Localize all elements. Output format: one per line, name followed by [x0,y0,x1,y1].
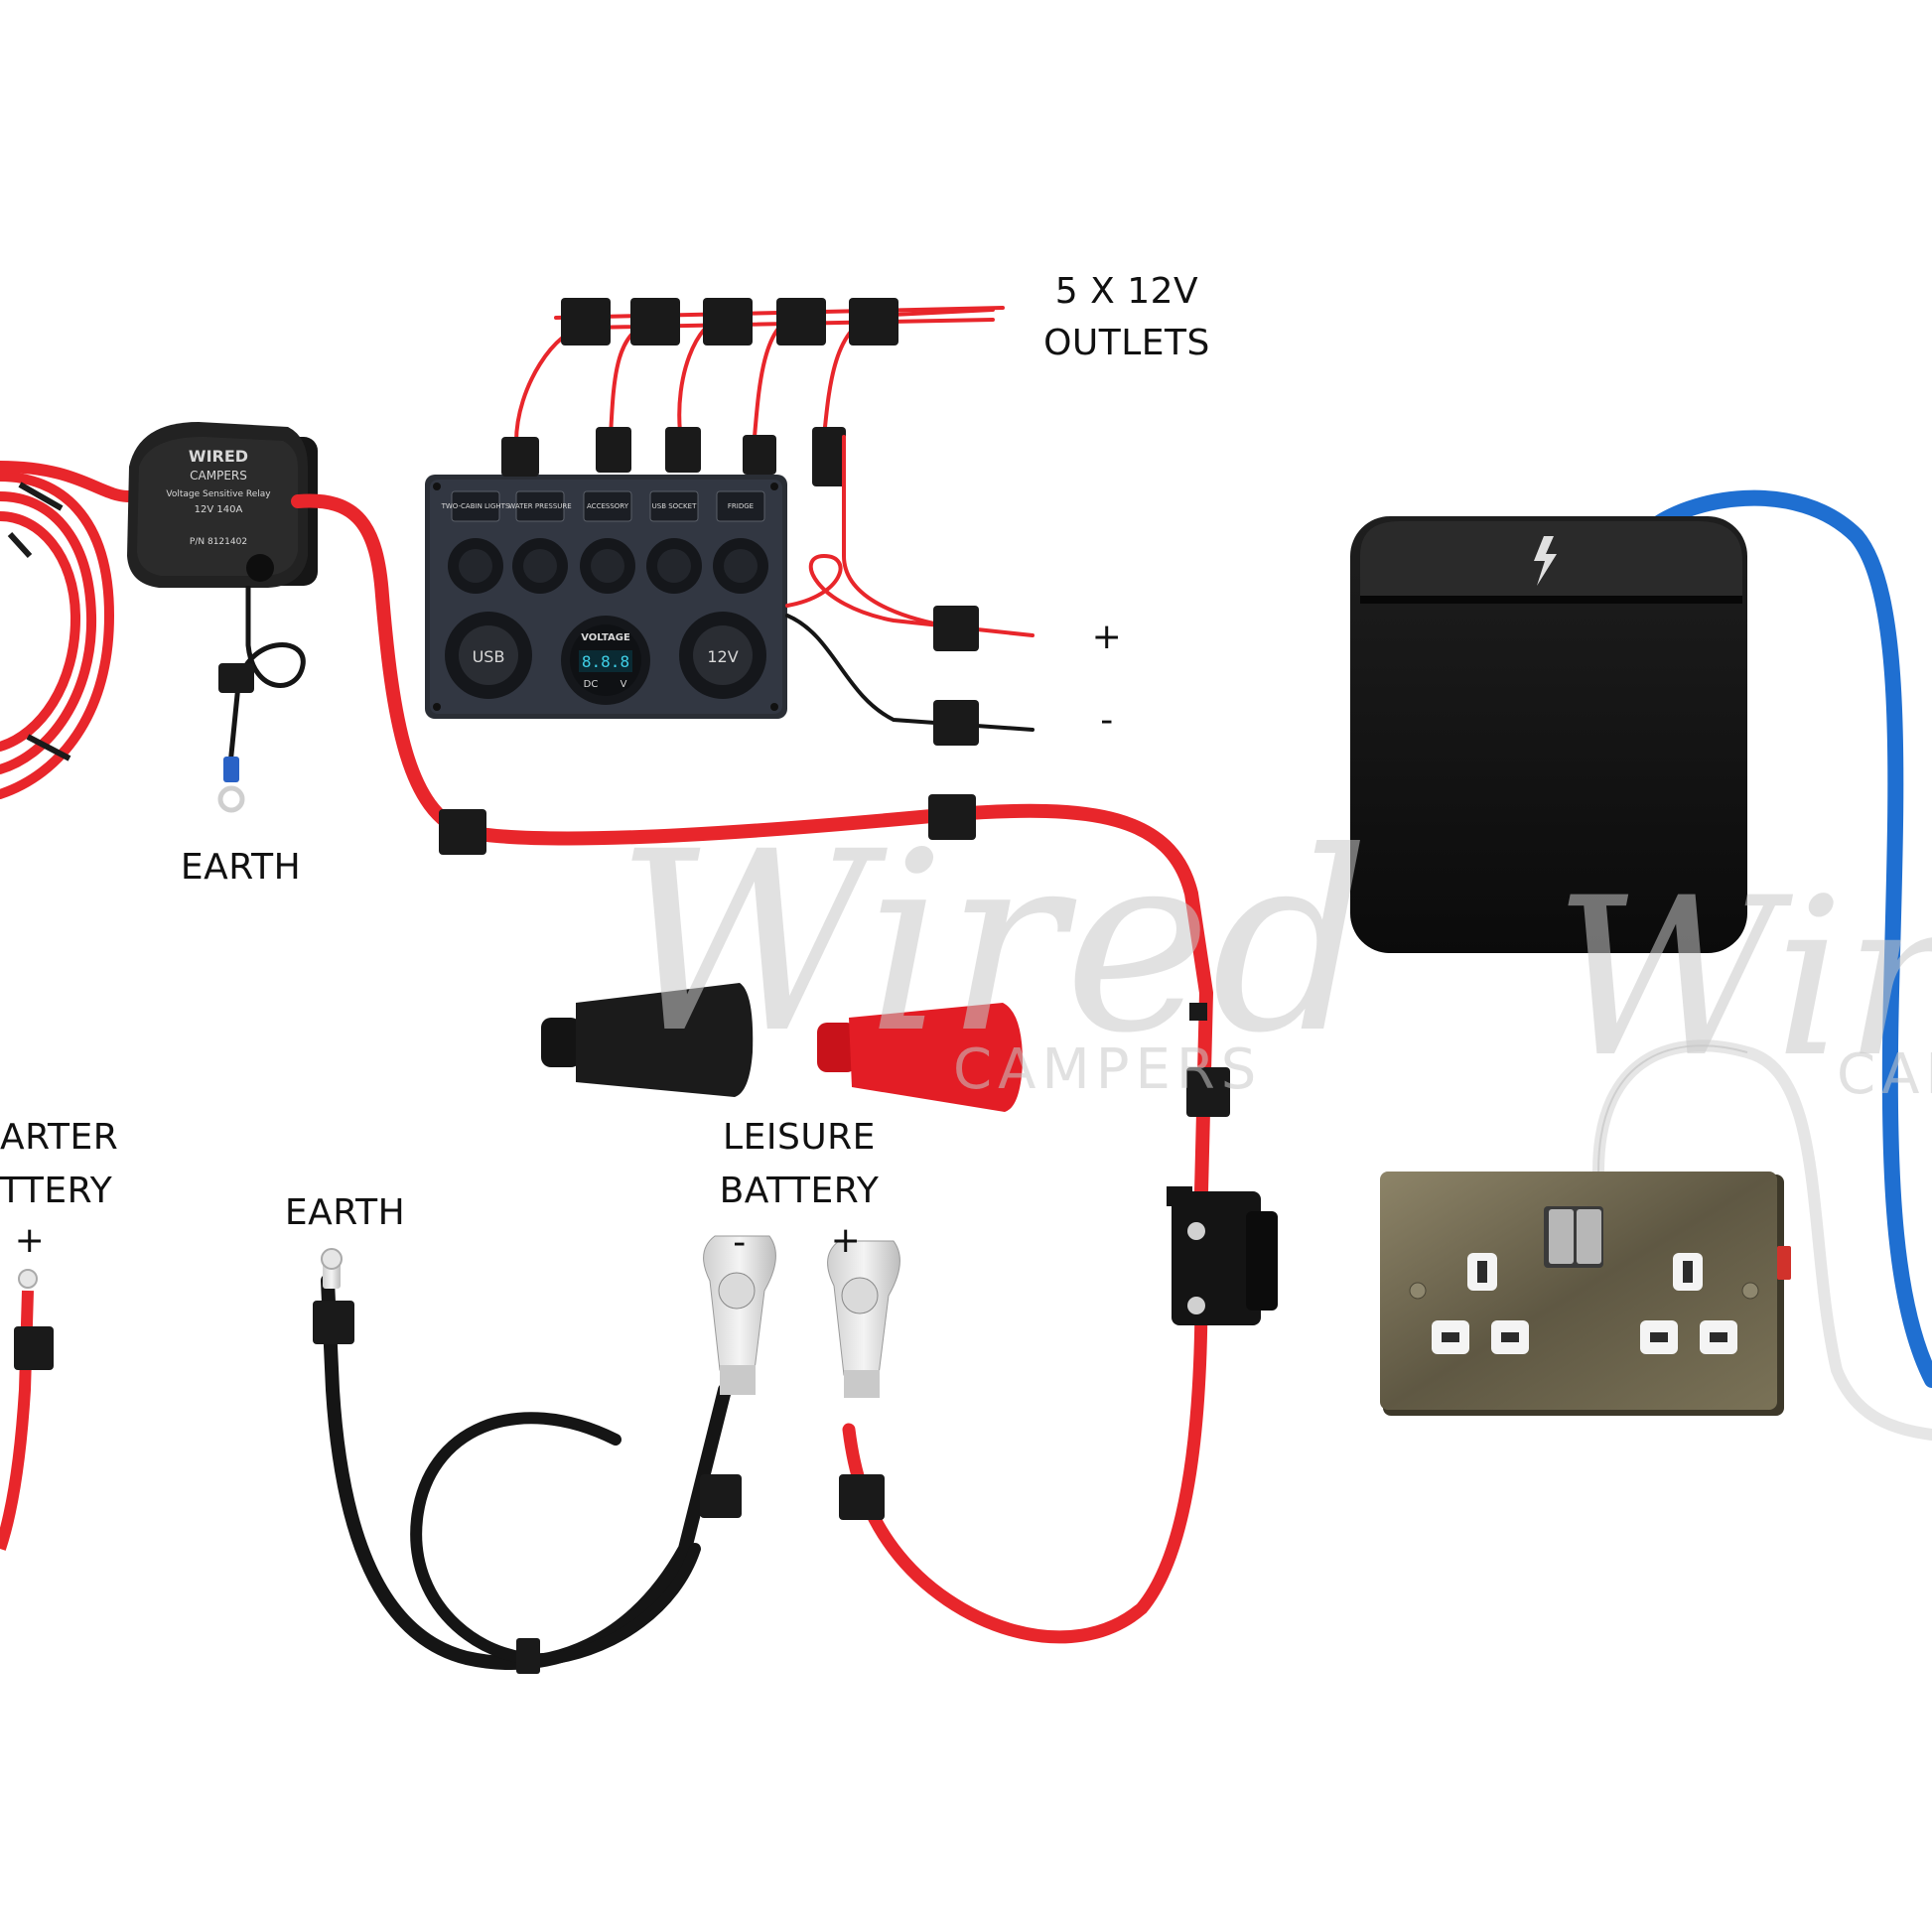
earth-ring-terminal [321,1248,343,1289]
leisure-battery-plus: + [830,1220,862,1261]
switch-label-3: ACCESSORY [587,502,629,510]
mains-hookup-box [1350,516,1747,953]
switch-label-4: USB SOCKET [652,502,697,510]
rocker-switches [448,538,768,594]
watermark-script-right: Wir [1554,851,1932,1105]
voltmeter-title: VOLTAGE [581,632,630,643]
black-terminal-cover [541,983,754,1097]
watermark-sub: CAMPERS [953,1037,1263,1102]
relay-earth-lead [217,586,306,813]
panel-lead-clips [933,606,979,746]
panel-output-leads [785,435,1035,732]
starter-battery-label-line2: TTERY [0,1171,113,1211]
earth-cable-label: EARTH [284,1192,406,1233]
watermark-script: Wired [616,798,1371,1087]
main-red-feed [291,493,1214,1198]
panel-negative-label: - [1100,700,1114,741]
voltage-sensitive-relay: WIRED CAMPERS Voltage Sensitive Relay 12… [127,422,318,588]
positive-battery-clamp [827,1240,900,1398]
outlet-fuse-holders [501,298,898,486]
earth-cable-coil [321,1274,732,1671]
relay-brand-2: CAMPERS [190,469,247,483]
double-socket-outlet [1380,1172,1791,1416]
switch-label-2: WATER PRESSURE [508,502,571,510]
blue-mains-cable [1640,489,1932,1388]
outlets-label-line2: OUTLETS [1043,323,1210,363]
relay-part-no: P/N 8121402 [190,537,247,547]
watermark-sub-right: CAM [1837,1042,1932,1107]
outlets-label-line1: 5 X 12V [1054,271,1199,312]
inline-fuse-holder [1167,1186,1278,1325]
twelve-volt-socket-label: 12V [707,647,738,666]
relay-subtitle: Voltage Sensitive Relay [166,489,271,499]
switch-label-5: FRIDGE [728,502,754,510]
panel-positive-label: + [1091,617,1123,657]
leisure-battery-label-line2: BATTERY [719,1171,880,1211]
cable-mount-clips [439,794,1230,1520]
relay-brand: WIRED [189,447,248,466]
relay-rating: 12V 140A [195,504,243,515]
usb-socket [445,612,532,699]
starter-battery-label-line1: ARTER [0,1117,119,1158]
leisure-battery-label-line1: LEISURE [723,1117,876,1158]
earth-cable-clips [313,1301,742,1674]
voltmeter [561,616,650,705]
usb-socket-label: USB [473,647,505,666]
leisure-battery-minus: - [733,1222,747,1263]
voltmeter-dc: DC [584,679,599,690]
red-terminal-cover [817,1003,1023,1112]
starter-battery-cable [0,1269,54,1551]
relay-earth-label: EARTH [180,847,302,888]
lightning-bolt-icon [1534,536,1557,586]
negative-battery-clamp [703,1235,776,1395]
switch-label-1: TWO-CABIN LIGHTS [441,502,510,510]
twelve-volt-socket [679,612,766,699]
leisure-positive-cable [842,1284,1208,1644]
red-cable-coil [0,461,135,799]
starter-battery-plus: + [14,1220,46,1261]
cable-tie-left [7,482,71,761]
switch-row [451,490,765,522]
voltmeter-reading: 8.8.8 [582,652,629,671]
voltmeter-v: V [621,679,627,690]
